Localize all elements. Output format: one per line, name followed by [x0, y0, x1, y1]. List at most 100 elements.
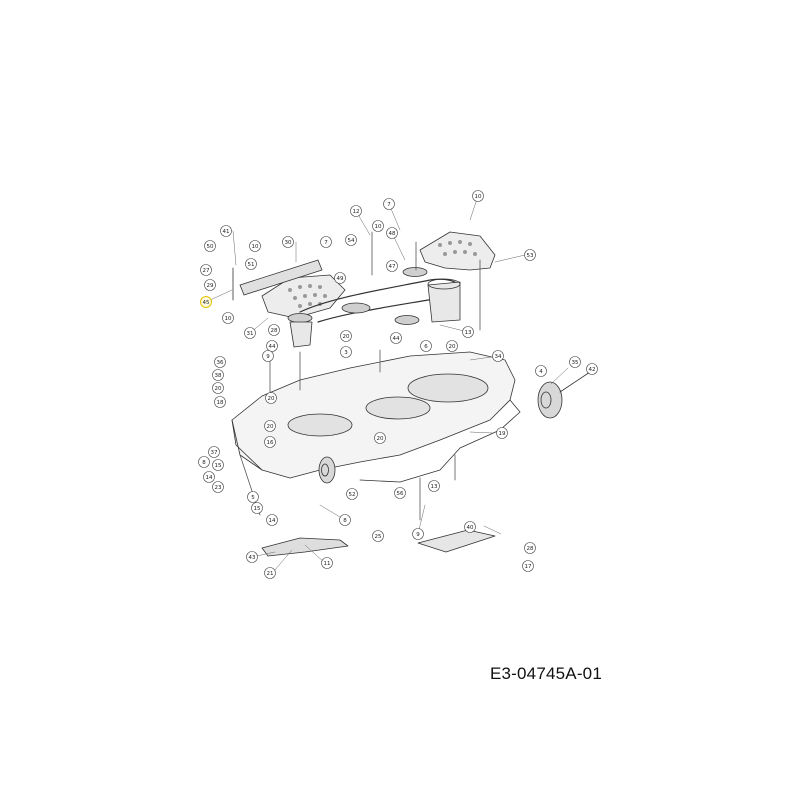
callout-c32: 4 [535, 365, 547, 377]
svg-text:43: 43 [249, 555, 256, 561]
callout-c33: 35 [569, 356, 581, 368]
callout-c46: 8 [198, 456, 210, 468]
svg-text:37: 37 [211, 450, 218, 456]
svg-text:16: 16 [267, 440, 274, 446]
callout-c50: 52 [346, 488, 358, 500]
svg-text:54: 54 [348, 238, 355, 244]
callout-c38: 20 [265, 392, 277, 404]
callout-c59: 11 [321, 557, 333, 569]
callout-c54: 25 [372, 530, 384, 542]
callout-c45: 23 [212, 481, 224, 493]
svg-text:56: 56 [397, 491, 404, 497]
svg-text:20: 20 [343, 334, 350, 340]
svg-text:44: 44 [393, 336, 400, 342]
svg-text:23: 23 [215, 485, 222, 491]
callout-c30: 20 [446, 340, 458, 352]
svg-text:35: 35 [572, 360, 579, 366]
drawing-code: E3-04745A-01 [489, 664, 602, 683]
belt-cover-right-holes [438, 240, 477, 256]
callout-c5: 48 [386, 227, 398, 239]
belt-cover-left-holes [288, 284, 327, 308]
svg-text:15: 15 [215, 463, 222, 469]
svg-text:9: 9 [266, 354, 270, 360]
callout-c34: 42 [586, 363, 598, 375]
callout-c48: 15 [251, 502, 263, 514]
callout-c26: 3 [340, 346, 352, 358]
svg-text:3: 3 [344, 350, 348, 356]
spindle-housing-right-top [427, 278, 461, 290]
svg-text:13: 13 [431, 484, 438, 490]
svg-text:10: 10 [225, 316, 232, 322]
callout-c52: 13 [428, 480, 440, 492]
callout-c31: 34 [492, 350, 504, 362]
pulley-left [287, 313, 313, 323]
svg-text:36: 36 [217, 360, 224, 366]
svg-text:34: 34 [495, 354, 502, 360]
hardware-studs [239, 231, 481, 521]
callout-c7: 41 [220, 225, 232, 237]
svg-text:30: 30 [285, 240, 292, 246]
svg-text:41: 41 [223, 229, 230, 235]
svg-text:45: 45 [203, 300, 210, 306]
callout-c23: 44 [266, 340, 278, 352]
svg-text:20: 20 [267, 424, 274, 430]
mower-blade [261, 537, 349, 557]
svg-text:17: 17 [525, 564, 532, 570]
svg-text:4: 4 [539, 369, 543, 375]
svg-text:14: 14 [269, 518, 276, 524]
svg-text:48: 48 [389, 231, 396, 237]
callout-c14: 49 [334, 272, 346, 284]
belt-cover-right [419, 231, 496, 271]
gauge-wheel-front [318, 456, 336, 484]
svg-text:18: 18 [217, 400, 224, 406]
callout-c17: 29 [204, 279, 216, 291]
callout-c55: 9 [412, 528, 424, 540]
callout-c58: 21 [264, 567, 276, 579]
callout-c21: 36 [214, 356, 226, 368]
pulley-right-upper [402, 267, 428, 277]
svg-text:19: 19 [499, 431, 506, 437]
svg-text:52: 52 [349, 492, 356, 498]
pulley-center [341, 302, 371, 314]
svg-text:44: 44 [269, 344, 276, 350]
callout-c1: 10 [472, 190, 484, 202]
callout-c53: 8 [339, 514, 351, 526]
callout-c11: 54 [345, 234, 357, 246]
svg-text:11: 11 [324, 561, 331, 567]
callout-c35: 38 [212, 369, 224, 381]
svg-text:38: 38 [215, 373, 222, 379]
svg-text:50: 50 [207, 244, 214, 250]
svg-text:20: 20 [268, 396, 275, 402]
deck-bracket-bottom [417, 529, 496, 553]
callout-c36: 20 [212, 382, 224, 394]
callout-c3: 12 [350, 205, 362, 217]
svg-text:20: 20 [449, 344, 456, 350]
callout-c25: 20 [340, 330, 352, 342]
deck-opening-center [365, 396, 431, 420]
svg-text:14: 14 [206, 475, 213, 481]
deck-opening-right [407, 373, 489, 403]
callout-c60: 28 [524, 542, 536, 554]
svg-text:21: 21 [267, 571, 274, 577]
callout-c51: 56 [394, 487, 406, 499]
spindle-housing-left [289, 321, 313, 348]
svg-text:40: 40 [467, 525, 474, 531]
svg-text:6: 6 [424, 344, 428, 350]
callout-c19: 10 [222, 312, 234, 324]
svg-text:8: 8 [202, 460, 206, 466]
svg-text:13: 13 [465, 330, 472, 336]
callout-c18-highlighted: 45 [200, 296, 212, 308]
svg-text:28: 28 [527, 546, 534, 552]
svg-text:5: 5 [251, 495, 255, 501]
svg-text:51: 51 [248, 262, 255, 268]
svg-text:53: 53 [527, 253, 534, 259]
callout-c37: 18 [214, 396, 226, 408]
callout-c61: 17 [522, 560, 534, 572]
svg-text:8: 8 [343, 518, 347, 524]
callout-c10: 7 [320, 236, 332, 248]
svg-text:7: 7 [324, 240, 328, 246]
callout-c9: 30 [282, 236, 294, 248]
pulley-right-lower [394, 315, 420, 325]
tensioner-tube [239, 259, 323, 296]
gauge-wheel-right [537, 371, 591, 419]
